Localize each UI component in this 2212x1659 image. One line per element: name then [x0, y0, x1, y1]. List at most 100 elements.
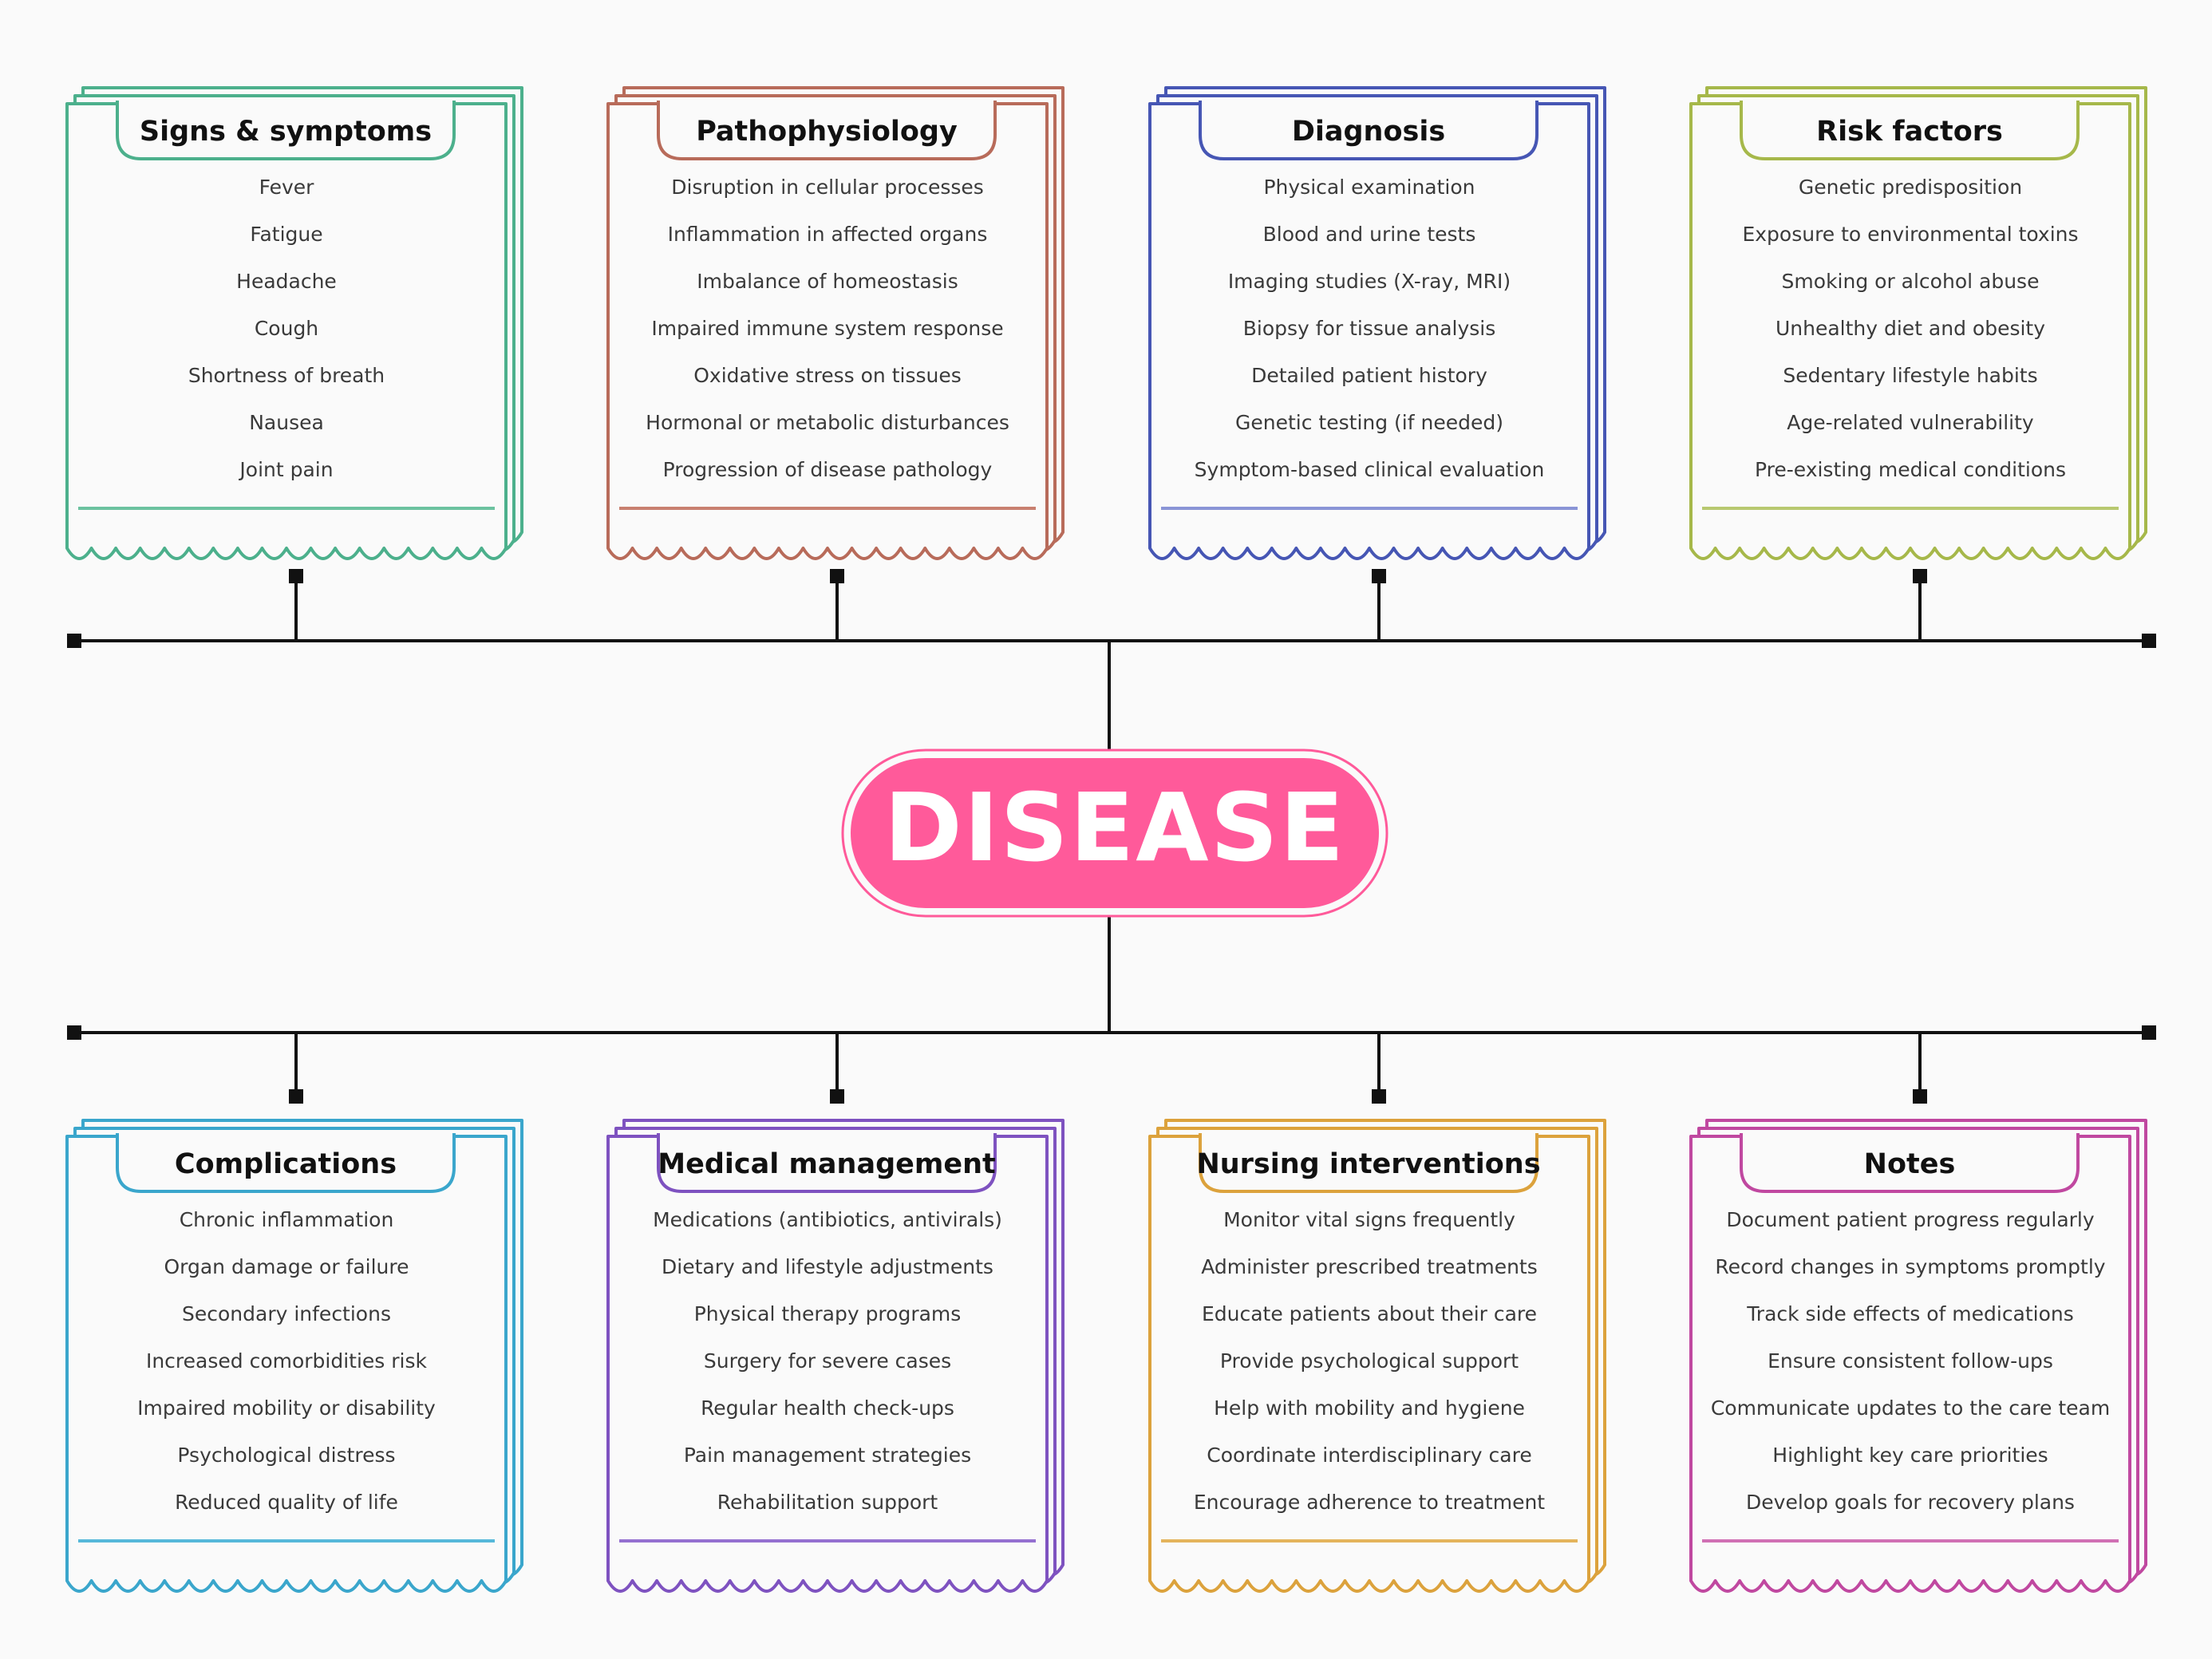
card-list-item: Track side effects of medications — [1746, 1302, 2074, 1325]
card-list-item: Medications (antibiotics, antivirals) — [653, 1208, 1002, 1231]
category-cards: Signs & symptomsFeverFatigueHeadacheCoug… — [65, 86, 2147, 1593]
card-front-sheet — [1148, 102, 1590, 560]
card-list-item: Increased comorbidities risk — [146, 1349, 428, 1373]
card-list-item: Unhealthy diet and obesity — [1776, 317, 2045, 340]
card-front-sheet — [1689, 102, 2131, 560]
card-list-item: Reduced quality of life — [175, 1491, 398, 1514]
connector-node-square — [1372, 569, 1386, 583]
card-title: Pathophysiology — [696, 116, 958, 148]
card-list-item: Pre-existing medical conditions — [1755, 458, 2066, 481]
card-list-item: Headache — [236, 270, 337, 293]
card-list-item: Monitor vital signs frequently — [1223, 1208, 1515, 1231]
card-list-item: Pain management strategies — [684, 1444, 971, 1467]
card-list-item: Fever — [259, 176, 315, 199]
card-list-item: Age-related vulnerability — [1787, 411, 2034, 434]
card-list-item: Communicate updates to the care team — [1711, 1396, 2110, 1420]
card-list-item: Fatigue — [250, 223, 322, 246]
connector-end-square — [2142, 634, 2156, 648]
card-list-item: Hormonal or metabolic disturbances — [646, 411, 1009, 434]
card-list-item: Develop goals for recovery plans — [1746, 1491, 2075, 1514]
connector-node-square — [1372, 1089, 1386, 1104]
center-pill-outline — [841, 749, 1388, 918]
card-title: Complications — [175, 1148, 397, 1180]
card-list-item: Psychological distress — [177, 1444, 395, 1467]
card-title: Signs & symptoms — [140, 116, 432, 148]
connector-node-square — [830, 1089, 844, 1104]
card-list-item: Imaging studies (X-ray, MRI) — [1228, 270, 1511, 293]
card-list-item: Surgery for severe cases — [704, 1349, 951, 1373]
connector-node-square — [1913, 1089, 1927, 1104]
card-title-tab — [116, 101, 456, 160]
card-title-tab — [657, 1133, 997, 1193]
card-list-item: Document patient progress regularly — [1726, 1208, 2095, 1231]
card-title-tab — [657, 101, 997, 160]
card-list-item: Help with mobility and hygiene — [1214, 1396, 1525, 1420]
card-title: Diagnosis — [1292, 116, 1445, 148]
card-list-item: Genetic predisposition — [1799, 176, 2022, 199]
card-title-tab — [1199, 101, 1539, 160]
card-list-item: Impaired mobility or disability — [137, 1396, 436, 1420]
card-list-item: Impaired immune system response — [651, 317, 1003, 340]
connector-node-square — [289, 1089, 303, 1104]
card-list-item: Administer prescribed treatments — [1201, 1255, 1538, 1278]
card-title: Notes — [1864, 1148, 1956, 1180]
card-list-item: Coordinate interdisciplinary care — [1207, 1444, 1531, 1467]
card-list-item: Educate patients about their care — [1202, 1302, 1537, 1325]
connector-end-square — [67, 634, 81, 648]
card-title: Risk factors — [1816, 116, 2003, 148]
card-front-sheet — [1148, 1135, 1590, 1593]
card-list-item: Provide psychological support — [1220, 1349, 1519, 1373]
center-pill — [851, 758, 1379, 908]
center-title: DISEASE — [884, 772, 1345, 883]
card-list-item: Highlight key care priorities — [1772, 1444, 2048, 1467]
card-list-item: Smoking or alcohol abuse — [1782, 270, 2040, 293]
card-list-item: Biopsy for tissue analysis — [1243, 317, 1496, 340]
card-front-sheet — [606, 102, 1049, 560]
card-title: Nursing interventions — [1196, 1148, 1540, 1180]
card-list-item: Cough — [255, 317, 318, 340]
card-list-item: Secondary infections — [182, 1302, 391, 1325]
card-list-item: Encourage adherence to treatment — [1194, 1491, 1545, 1514]
card-title: Medical management — [658, 1148, 995, 1180]
card-list-item: Imbalance of homeostasis — [697, 270, 958, 293]
card-list-item: Dietary and lifestyle adjustments — [662, 1255, 993, 1278]
card-list-item: Nausea — [249, 411, 324, 434]
connector-lines — [67, 569, 2156, 1104]
card-list-item: Physical examination — [1263, 176, 1475, 199]
card-front-sheet — [1689, 1135, 2131, 1593]
card-list-item: Inflammation in affected organs — [668, 223, 988, 246]
card-title-tab — [116, 1133, 456, 1193]
card-list-item: Disruption in cellular processes — [671, 176, 984, 199]
card-title-tab — [1199, 1133, 1539, 1193]
card-front-sheet — [606, 1135, 1049, 1593]
card-signs: Signs & symptomsFeverFatigueHeadacheCoug… — [65, 86, 523, 560]
connector-node-square — [830, 569, 844, 583]
card-list-item: Chronic inflammation — [180, 1208, 394, 1231]
center-node: DISEASE — [841, 749, 1388, 918]
connector-end-square — [67, 1025, 81, 1040]
card-front-sheet — [65, 102, 508, 560]
card-list-item: Genetic testing (if needed) — [1235, 411, 1503, 434]
connector-node-square — [289, 569, 303, 583]
card-list-item: Sedentary lifestyle habits — [1783, 364, 2037, 387]
card-list-item: Shortness of breath — [188, 364, 385, 387]
card-list-item: Blood and urine tests — [1263, 223, 1476, 246]
card-title-tab — [1740, 1133, 2080, 1193]
card-list-item: Detailed patient history — [1251, 364, 1487, 387]
card-list-item: Symptom-based clinical evaluation — [1195, 458, 1545, 481]
card-list-item: Organ damage or failure — [164, 1255, 409, 1278]
connector-node-square — [1913, 569, 1927, 583]
card-front-sheet — [65, 1135, 508, 1593]
card-list-item: Exposure to environmental toxins — [1742, 223, 2078, 246]
card-list-item: Rehabilitation support — [717, 1491, 938, 1514]
card-list-item: Record changes in symptoms promptly — [1715, 1255, 2105, 1278]
card-list-item: Physical therapy programs — [694, 1302, 962, 1325]
card-list-item: Progression of disease pathology — [663, 458, 993, 481]
card-list-item: Regular health check-ups — [701, 1396, 954, 1420]
